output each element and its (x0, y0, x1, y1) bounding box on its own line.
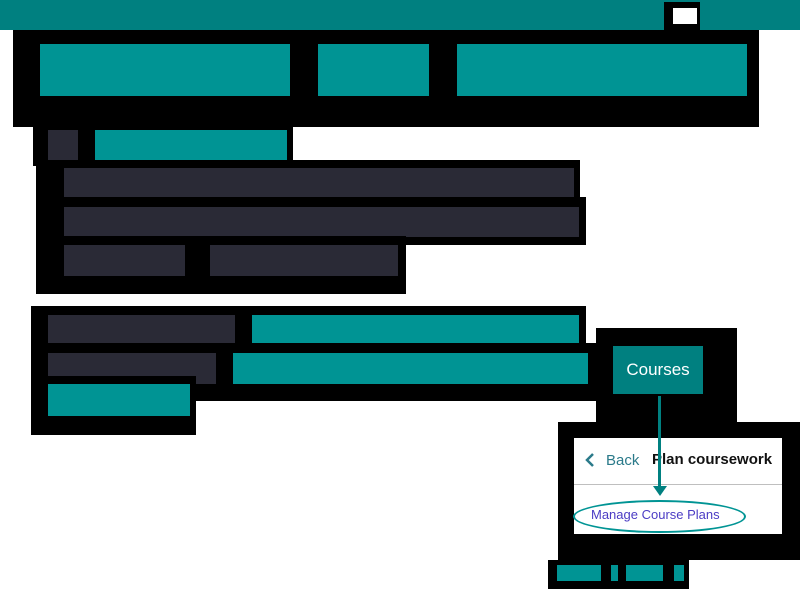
redacted-footer-item-1[interactable] (557, 565, 601, 581)
highlight-ellipse (573, 500, 746, 533)
courses-label: Courses (626, 360, 690, 379)
redacted-footer-item-3[interactable] (626, 565, 663, 581)
redacted-text-line-4 (48, 315, 235, 344)
redacted-link-line-6[interactable] (48, 384, 190, 416)
courses-menu-button[interactable]: Courses (613, 346, 703, 394)
redacted-footer-item-4[interactable] (674, 565, 684, 581)
arrow-head-icon (653, 486, 667, 496)
panel-divider (574, 484, 782, 485)
redacted-link-line-4[interactable] (252, 315, 579, 344)
redacted-text-line-1 (64, 168, 574, 197)
redacted-nav-item-3[interactable] (457, 44, 747, 96)
redacted-text-line-3b (210, 245, 398, 276)
panel-title: Plan coursework (652, 451, 773, 468)
manage-course-plans-link[interactable]: Manage Course Plans (591, 507, 720, 522)
redacted-nav-item-1[interactable] (40, 44, 290, 96)
redacted-icon-placeholder (48, 130, 78, 160)
redacted-footer-item-2[interactable] (611, 565, 618, 581)
chevron-left-icon (585, 453, 594, 467)
arrow-down-icon (658, 396, 661, 488)
back-button[interactable]: Back (582, 451, 639, 469)
redacted-text-line-2 (64, 207, 579, 237)
redacted-link-line-5[interactable] (233, 353, 588, 384)
redacted-nav-item-2[interactable] (318, 44, 429, 96)
back-label: Back (606, 451, 640, 469)
window-icon[interactable] (673, 8, 697, 24)
redacted-heading-link[interactable] (95, 130, 287, 160)
redacted-text-line-3a (64, 245, 185, 276)
